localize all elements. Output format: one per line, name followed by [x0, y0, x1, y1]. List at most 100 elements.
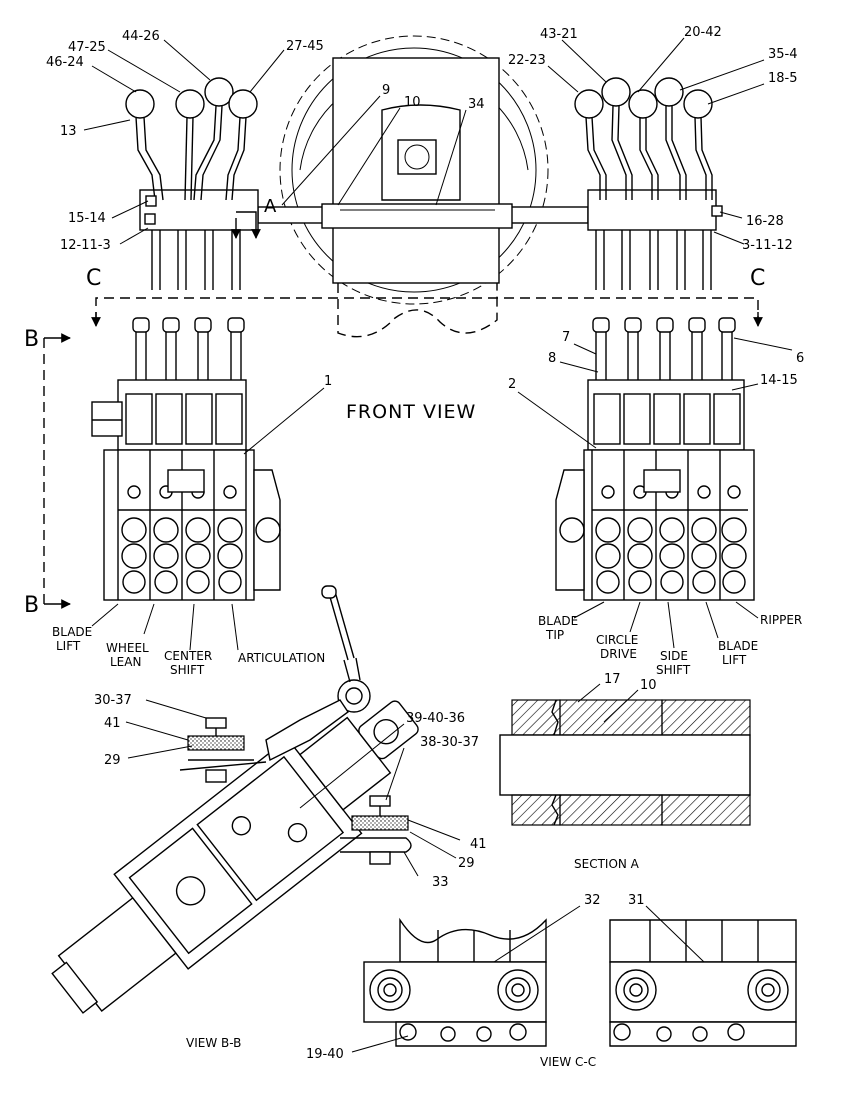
view-titles: FRONT VIEW SECTION A VIEW B-B VIEW C-C [186, 401, 640, 1069]
callout-a: A [264, 196, 277, 217]
label-center-shift-2: SHIFT [170, 663, 205, 677]
bb-lever [265, 585, 371, 762]
callout-19-40: 19-40 [306, 1047, 344, 1062]
callout-10-top: 10 [404, 95, 421, 110]
section-line-b [43, 333, 71, 609]
view-bb-title: VIEW B-B [186, 1036, 241, 1050]
bb-mount-right [340, 795, 412, 865]
label-articulation: ARTICULATION [238, 651, 325, 665]
callout-16-28: 16-28 [746, 214, 784, 229]
callout-30-37: 30-37 [94, 693, 132, 708]
leader-lines-cc [351, 905, 705, 1053]
callout-29-right: 29 [458, 856, 475, 871]
callout-47-25: 47-25 [68, 40, 106, 55]
label-blade-lift-right-2: LIFT [722, 653, 747, 667]
crossbar-center-bracket [321, 203, 513, 229]
callout-34: 34 [468, 97, 485, 112]
callout-32: 32 [584, 893, 601, 908]
callout-3-11-12: 3-11-12 [742, 238, 793, 253]
bb-mount-left [179, 717, 267, 783]
lever-knob-center-shift [204, 77, 234, 107]
callout-1: 1 [324, 374, 332, 389]
callout-44-26: 44-26 [122, 29, 160, 44]
section-a-shaft [499, 734, 751, 796]
callout-18-5: 18-5 [768, 71, 798, 86]
callout-29-left: 29 [104, 753, 121, 768]
label-center-shift-1: CENTER [164, 649, 212, 663]
callout-20-42: 20-42 [684, 25, 722, 40]
label-wheel-lean-2: LEAN [110, 655, 141, 669]
callout-38-30-37: 38-30-37 [420, 735, 479, 750]
lever-knob-blade-tip [574, 89, 604, 119]
callout-14-15: 14-15 [760, 373, 798, 388]
callout-labels: 13 46-24 47-25 44-26 27-45 9 10 34 A 15-… [24, 25, 804, 1062]
callout-27-45: 27-45 [286, 39, 324, 54]
label-wheel-lean-1: WHEEL [106, 641, 149, 655]
section-label-b-bottom: B [24, 593, 39, 618]
label-blade-tip-1: BLADE [538, 614, 578, 628]
cab-floor-outline [337, 283, 498, 338]
section-label-c-left: C [86, 266, 101, 291]
callout-10-section: 10 [640, 678, 657, 693]
lever-knob-wheel-lean [175, 89, 205, 119]
leader-lines-bb [125, 699, 461, 877]
pedestal-plate [397, 139, 437, 175]
left-valve-top [139, 189, 259, 231]
cc-right-bracket [609, 961, 797, 1023]
callout-9: 9 [382, 83, 390, 98]
lever-knob-side-shift [628, 89, 658, 119]
top-assembly [91, 35, 763, 338]
callout-7: 7 [562, 330, 570, 345]
lever-knob-blade-lift-left [125, 89, 155, 119]
label-blade-tip-2: TIP [545, 628, 564, 642]
label-ripper: RIPPER [760, 613, 802, 627]
section-line-c [95, 297, 759, 322]
callout-2: 2 [508, 377, 516, 392]
section-label-b-top: B [24, 327, 39, 352]
right-lever-bank [574, 77, 723, 290]
callout-8: 8 [548, 351, 556, 366]
callout-35-4: 35-4 [768, 47, 798, 62]
callout-13: 13 [60, 124, 77, 139]
pedestal-bore [404, 144, 430, 170]
label-side-shift-2: SHIFT [656, 663, 691, 677]
callout-43-21: 43-21 [540, 27, 578, 42]
view-cc-drawing [363, 917, 797, 1047]
leader-lines-top [83, 37, 765, 245]
view-cc-title: VIEW C-C [540, 1055, 596, 1069]
callout-39-40-36: 39-40-36 [406, 711, 465, 726]
callout-6: 6 [796, 351, 804, 366]
left-lever-bank [125, 77, 261, 290]
label-blade-lift-right-1: BLADE [718, 639, 758, 653]
view-bb-drawing [51, 700, 419, 1014]
section-a-drawing [499, 699, 751, 826]
label-side-shift-1: SIDE [660, 649, 688, 663]
callout-31: 31 [628, 893, 645, 908]
leader-lines-front [91, 337, 793, 651]
cab-outline-circle-inner [291, 47, 537, 293]
callout-12-11-3: 12-11-3 [60, 238, 111, 253]
leader-lines-section-a [577, 683, 639, 723]
cab-outline-circle-outer [279, 35, 549, 305]
callout-46-24: 46-24 [46, 55, 84, 70]
front-view-title: FRONT VIEW [346, 401, 476, 423]
cc-left-bracket [363, 961, 547, 1023]
section-a-title: SECTION A [574, 857, 640, 871]
label-blade-lift-left-1: BLADE [52, 625, 92, 639]
label-circle-drive-1: CIRCLE [596, 633, 638, 647]
callout-41-right: 41 [470, 837, 487, 852]
function-labels-right: BLADE TIP CIRCLE DRIVE SIDE SHIFT BLADE … [538, 613, 802, 677]
label-blade-lift-left-2: LIFT [56, 639, 81, 653]
callout-15-14: 15-14 [68, 211, 106, 226]
callout-22-23: 22-23 [508, 53, 546, 68]
lever-knob-articulation [228, 89, 258, 119]
lever-knob-circle-drive [601, 77, 631, 107]
right-valve-stack [555, 317, 755, 601]
section-label-c-right: C [750, 266, 765, 291]
function-labels-left: BLADE LIFT WHEEL LEAN CENTER SHIFT ARTIC… [52, 625, 325, 677]
callout-17: 17 [604, 672, 621, 687]
label-circle-drive-2: DRIVE [600, 647, 637, 661]
callout-33: 33 [432, 875, 449, 890]
callout-41-left: 41 [104, 716, 121, 731]
